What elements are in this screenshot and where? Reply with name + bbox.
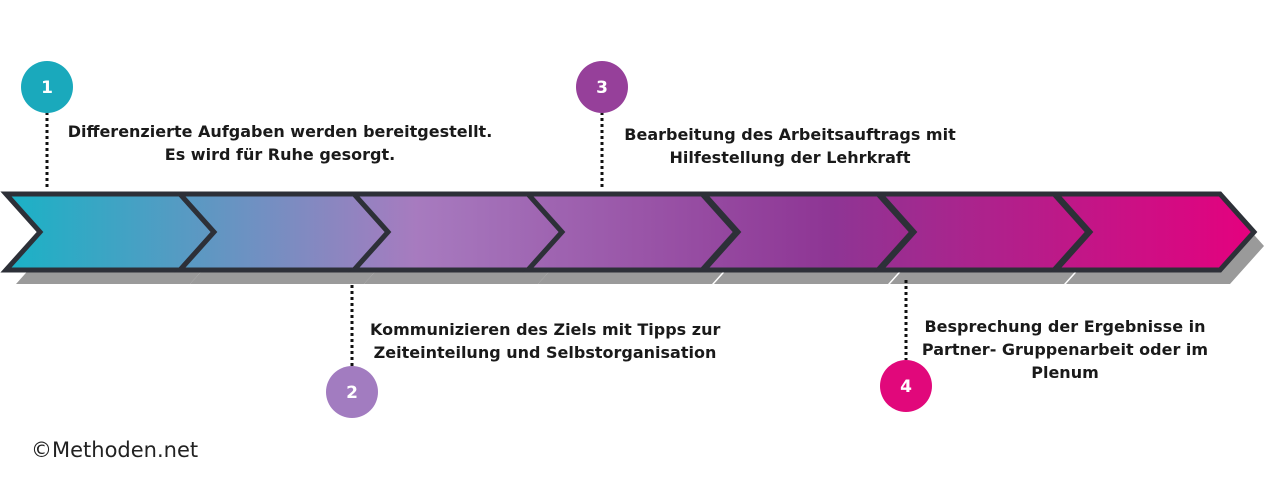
step-4-line-3: Plenum [1031, 363, 1099, 382]
step-4-marker [880, 360, 932, 412]
chevron-segment-2 [174, 191, 392, 273]
step-4-number: 4 [900, 377, 912, 397]
step-2-marker [326, 366, 378, 418]
step-4-line-1: Besprechung der Ergebnisse in [924, 317, 1206, 336]
step-1-line-2: Es wird für Ruhe gesorgt. [164, 145, 396, 164]
step-1-number: 1 [41, 78, 53, 98]
step-4-line-2: Partner- Gruppenarbeit oder im [921, 340, 1209, 359]
step-2-line-2: Zeiteinteilung und Selbstorganisation [373, 343, 717, 362]
chevron-segment-3 [348, 191, 566, 273]
copyright-notice: ©Methoden.net [31, 438, 199, 462]
step-2-description: Kommunizieren des Ziels mit Tipps zur Ze… [370, 318, 720, 364]
step-3-marker [576, 61, 628, 113]
chevron-arrow-band [0, 191, 1258, 273]
chevron-segment-4 [522, 191, 740, 273]
step-3-number: 3 [596, 78, 608, 98]
connectors [45, 112, 908, 366]
step-3-description: Bearbeitung des Arbeitsauftrags mit Hilf… [620, 123, 960, 169]
step-markers: 1 2 3 4 [21, 61, 932, 418]
step-2-line-1: Kommunizieren des Ziels mit Tipps zur [370, 320, 721, 339]
step-2-number: 2 [346, 383, 358, 403]
chevron-segment-5 [698, 191, 916, 273]
step-3-line-2: Hilfestellung der Lehrkraft [669, 148, 911, 167]
chevron-segment-1 [0, 191, 218, 273]
chevron-segment-6 [874, 191, 1092, 273]
step-4-description: Besprechung der Ergebnisse in Partner- G… [900, 315, 1230, 384]
chevron-segment-7 [1050, 191, 1258, 273]
step-1-marker [21, 61, 73, 113]
step-3-line-1: Bearbeitung des Arbeitsauftrags mit [624, 125, 956, 144]
step-1-line-1: Differenzierte Aufgaben werden bereitges… [67, 122, 493, 141]
step-1-description: Differenzierte Aufgaben werden bereitges… [60, 120, 500, 166]
